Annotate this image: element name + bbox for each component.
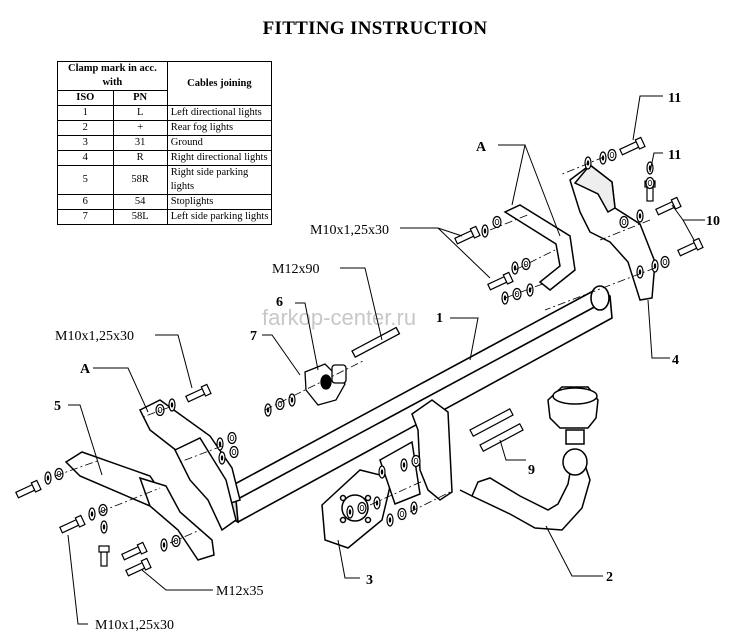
label-part-9: 9 [528,463,535,478]
header-cables-joining: Cables joining [166,61,273,106]
label-part-4: 4 [672,353,679,368]
label-part-2: 2 [606,570,613,585]
label-bolt-m10-left: M10x1,25x30 [55,329,134,344]
cell-desc: Left side parking lights [166,209,273,225]
cables-table: Clamp mark in acc. with Cables joining I… [57,61,273,225]
label-part-11: 11 [668,148,681,163]
label-part-7: 7 [250,329,257,344]
label-bolt-m12x35: M12x35 [216,584,263,599]
label-detail-a-right: A [476,140,487,155]
header-clamp-mark: Clamp mark in acc. with [57,61,168,91]
label-part-10: 10 [706,214,720,229]
label-part-3: 3 [366,573,373,588]
cell-pn: 58R [112,165,168,195]
left-bracket [138,399,241,532]
bolts-9 [469,408,524,452]
cell-iso: 5 [57,165,114,195]
table-subheader-row: ISO PN [57,90,272,106]
leader-lines [67,95,705,625]
assembly-lines [54,156,656,544]
watermark-text: farkop-center.ru [262,305,416,330]
page-title: FITTING INSTRUCTION [262,18,488,39]
label-part-6: 6 [276,295,283,310]
label-bolt-m12x90: M12x90 [272,262,319,277]
label-part-5: 5 [54,399,61,414]
label-part-1: 1 [436,311,443,326]
center-bracket [379,399,453,505]
label-detail-a-left: A [80,362,91,377]
cell-pn: 58L [112,209,168,225]
label-bolt-m10-bottom: M10x1,25x30 [95,618,174,633]
label-bolt-m10-right: M10x1,25x30 [310,223,389,238]
bracket-5 [64,451,215,561]
table-header-row: Clamp mark in acc. with Cables joining [57,61,273,106]
label-part-11-top: 11 [668,91,681,106]
right-bracket [503,163,656,301]
socket-plate [321,469,393,549]
tow-ball-arm [459,386,599,531]
